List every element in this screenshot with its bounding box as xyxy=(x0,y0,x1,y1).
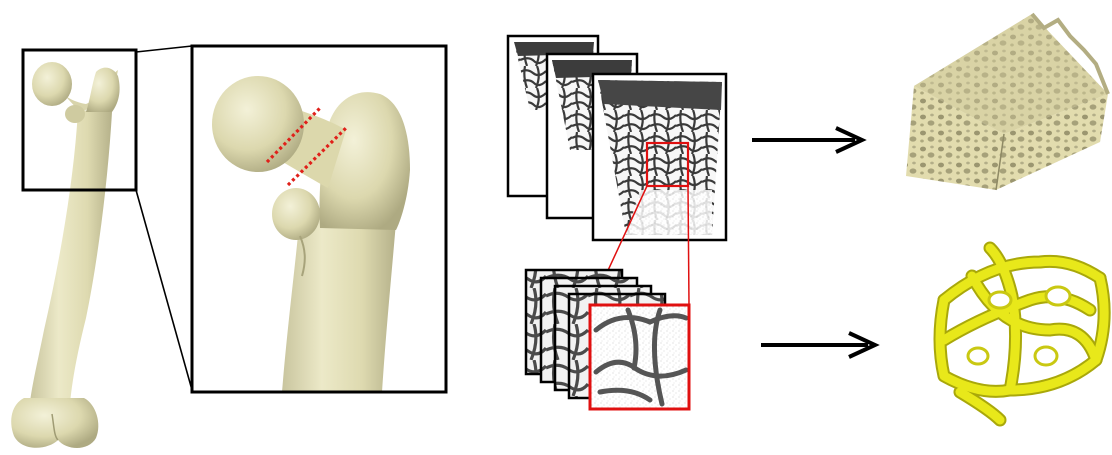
ct-slices-icon xyxy=(508,36,726,305)
zoom-connector-bottom xyxy=(136,190,192,390)
zoom-connector-top xyxy=(136,46,192,52)
arrow-roi-to-trabecular xyxy=(761,333,875,357)
trabecular-block-icon xyxy=(906,14,1108,190)
ct-slice-stack-panel xyxy=(508,36,726,305)
roi-slices-icon xyxy=(526,270,689,409)
arrow-ct-to-volume xyxy=(752,128,862,152)
bone-volume-render-panel xyxy=(906,14,1108,190)
femur-neck-zoom-panel xyxy=(192,46,446,392)
trabecular-cube-icon xyxy=(940,248,1104,420)
trabecular-roi-render-panel xyxy=(940,248,1104,420)
ct-slice-front xyxy=(593,74,726,240)
roi-connector-right xyxy=(688,186,689,305)
roi-slice-stack-panel xyxy=(526,270,689,409)
femur-bone-icon xyxy=(11,62,119,448)
femur-panel xyxy=(11,46,192,448)
